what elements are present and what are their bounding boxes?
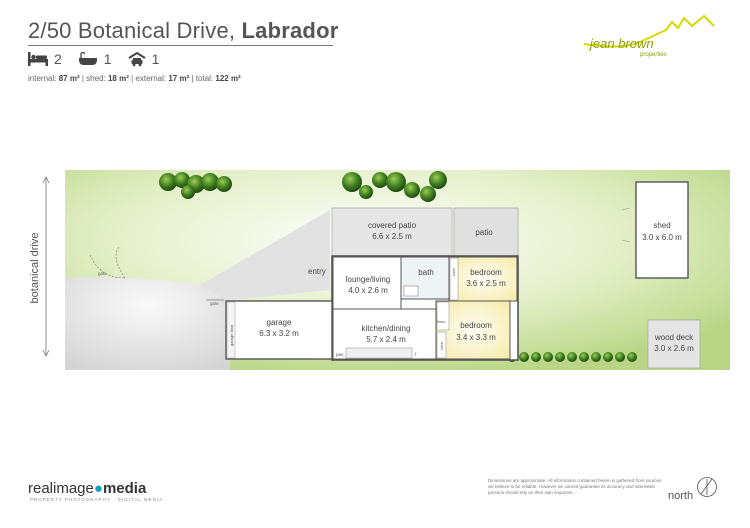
gate-label: gate xyxy=(98,271,107,276)
robe-1 xyxy=(449,257,459,301)
deck-size: 3.0 x 2.6 m xyxy=(654,344,694,353)
garage-icon xyxy=(128,51,146,66)
total-label: total: xyxy=(195,74,214,83)
room-shed xyxy=(635,181,689,279)
shrubs-bottom xyxy=(507,352,637,362)
patio-label: patio xyxy=(475,228,493,237)
room-covered-patio xyxy=(331,207,453,257)
footer-tagline: PROPERTY PHOTOGRAPHY · DIGITAL MEDIA xyxy=(30,497,164,502)
shed-label: shed xyxy=(653,221,670,230)
kitchen-size: 5.7 x 2.4 m xyxy=(366,335,406,344)
bedroom-1-label: bedroom xyxy=(470,268,502,277)
vanity xyxy=(403,285,419,297)
shed-label: shed: xyxy=(86,74,106,83)
garage-door-label: garage door xyxy=(229,324,234,346)
room-bedroom-1 xyxy=(448,256,518,302)
title-divider xyxy=(28,45,333,46)
brand-logo-mark xyxy=(583,14,715,48)
separator: | xyxy=(81,74,87,83)
linen-cupboard xyxy=(436,301,450,331)
street-label: botanical drive xyxy=(29,233,41,304)
covered-patio-size: 6.6 x 2.5 m xyxy=(372,232,412,241)
entry-gate xyxy=(89,245,126,279)
robe-label: robe xyxy=(439,341,444,350)
room-wood-deck xyxy=(647,319,701,369)
bed-icon xyxy=(28,52,48,66)
logo-dot: ● xyxy=(93,480,103,497)
lounge-label: lounge/living xyxy=(346,275,390,284)
garage-label: garage xyxy=(267,318,292,327)
shed-doors xyxy=(621,207,631,243)
beds-spec: 2 xyxy=(28,51,62,67)
kitchen-label: kitchen/dining xyxy=(362,324,411,333)
shed-size: 3.0 x 6.0 m xyxy=(642,233,682,242)
room-garage xyxy=(225,300,333,360)
bedroom-2-size: 3.4 x 3.3 m xyxy=(456,333,496,342)
lounge-size: 4.0 x 2.6 m xyxy=(348,286,388,295)
internal-label: internal: xyxy=(28,74,57,83)
cars-spec: 1 xyxy=(128,51,160,67)
street-arrow xyxy=(42,176,50,357)
bedroom-2-label: bedroom xyxy=(460,321,492,330)
logo-text-a: realimage xyxy=(28,480,94,497)
deck-label: wood deck xyxy=(654,333,694,342)
room-lounge xyxy=(332,256,402,310)
brand-name: jean brown xyxy=(590,36,654,51)
external-area: 17 m² xyxy=(168,74,190,83)
room-patio xyxy=(453,207,519,257)
logo-text-b: media xyxy=(102,480,147,497)
compass-icon xyxy=(697,477,717,497)
linen-label: linen xyxy=(437,319,445,324)
separator: | xyxy=(131,74,136,83)
kitchen-bench xyxy=(345,347,413,359)
robe-2 xyxy=(436,331,447,359)
gate-label: gate xyxy=(210,301,219,306)
footer-logo: realimage●media xyxy=(28,480,146,497)
bath-label: bath xyxy=(418,268,434,277)
separator: | xyxy=(191,74,196,83)
shrubs-top xyxy=(342,171,447,202)
bath-icon xyxy=(78,52,97,65)
beds-count: 2 xyxy=(54,51,62,67)
internal-area: 87 m² xyxy=(58,74,80,83)
shrubs-left xyxy=(159,172,232,199)
shed-area: 18 m² xyxy=(107,74,129,83)
bedroom-1-size: 3.6 x 2.5 m xyxy=(466,279,506,288)
pantry-label: pan xyxy=(336,352,344,357)
suburb: Labrador xyxy=(241,18,339,43)
property-specs: 2 1 1 xyxy=(28,51,159,67)
garage-size: 6.3 x 3.2 m xyxy=(259,329,299,338)
baths-count: 1 xyxy=(103,51,112,67)
fridge-label: f xyxy=(415,352,417,357)
entry-label: entry xyxy=(308,267,326,276)
path xyxy=(200,210,330,300)
driveway xyxy=(65,277,230,370)
area-summary: internal: 87 m² | shed: 18 m² | external… xyxy=(28,74,241,83)
disclaimer: Dimensions are approximate. All informat… xyxy=(488,478,662,495)
floor-plan: botanical drive gate gate xyxy=(29,170,730,370)
robe-label: robe xyxy=(451,267,456,276)
property-title: 2/50 Botanical Drive, Labrador xyxy=(28,18,338,44)
baths-spec: 1 xyxy=(78,51,112,67)
external-label: external: xyxy=(135,74,167,83)
covered-patio-label: covered patio xyxy=(368,221,417,230)
total-area: 122 m² xyxy=(215,74,241,83)
cars-count: 1 xyxy=(151,51,160,67)
brand-tagline: properties xyxy=(640,52,667,58)
garage-door xyxy=(226,301,236,359)
north-label: north xyxy=(668,490,694,502)
address: 2/50 Botanical Drive, xyxy=(28,18,236,43)
